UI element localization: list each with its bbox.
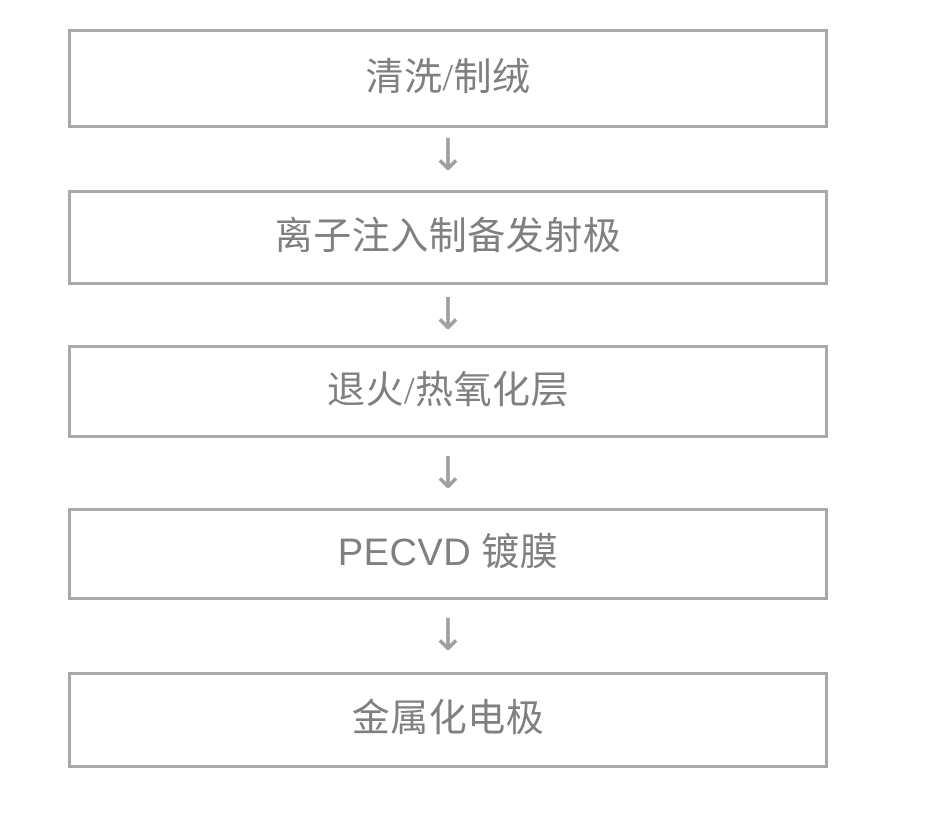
flow-step-label-1: 清洗/制绒: [365, 56, 531, 99]
down-arrow-icon: ↓: [429, 289, 467, 340]
flow-step-box-3[interactable]: 退火/热氧化层: [68, 345, 828, 438]
flow-step-label-3: 退火/热氧化层: [326, 369, 570, 412]
flow-step-box-1[interactable]: 清洗/制绒: [68, 29, 828, 128]
flow-step-box-2[interactable]: 离子注入制备发射极: [68, 190, 828, 285]
flow-step-box-4[interactable]: PECVD 镀膜: [68, 508, 828, 600]
flow-step-label-4: PECVD 镀膜: [337, 532, 559, 575]
flow-step-label-2: 离子注入制备发射极: [274, 215, 622, 258]
flow-step-box-5[interactable]: 金属化电极: [68, 672, 828, 768]
down-arrow-icon: ↓: [429, 610, 467, 661]
flow-step-label-4-latin: PECVD: [337, 532, 472, 575]
down-arrow-icon: ↓: [429, 130, 467, 181]
flow-step-label-4-cjk: 镀膜: [471, 532, 559, 575]
down-arrow-icon: ↓: [429, 448, 467, 499]
flow-step-label-5: 金属化电极: [351, 698, 545, 741]
